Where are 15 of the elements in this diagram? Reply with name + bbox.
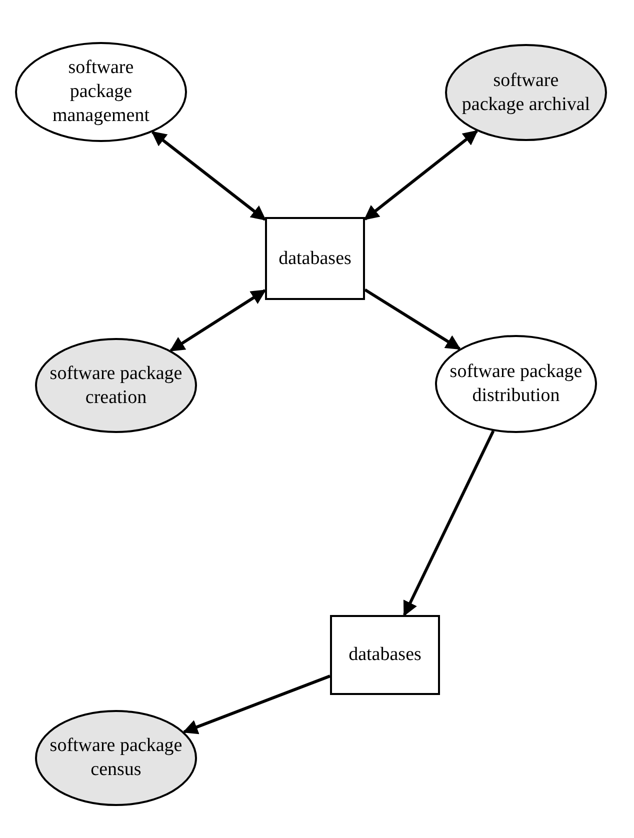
node-label: databases (278, 246, 352, 270)
arrow (151, 130, 266, 221)
node-label: software package census (48, 734, 184, 782)
data-store-box (330, 615, 440, 695)
arrow (364, 130, 478, 220)
data-store-box (265, 217, 365, 300)
node-label: software package management (51, 56, 151, 128)
arrow (182, 674, 331, 734)
node-label: software package distribution (448, 360, 584, 408)
arrow (170, 289, 266, 352)
arrow (364, 288, 461, 350)
node-label: software package creation (48, 362, 184, 410)
arrow (402, 430, 495, 616)
node-label: databases (348, 643, 422, 667)
node-label: software package archival (461, 68, 591, 116)
